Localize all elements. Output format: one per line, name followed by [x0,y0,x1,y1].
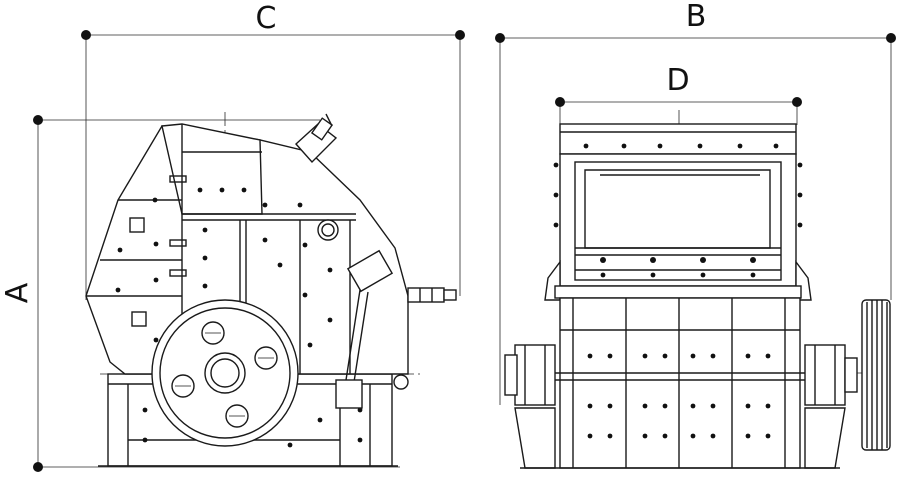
side-view [85,112,457,467]
dimension-label-a: A [0,282,35,303]
dimension-point-icon [81,30,91,40]
side-housing [85,125,409,375]
dimension-point-icon [455,30,465,40]
dimension-label-b: B [686,0,707,34]
front-view [504,110,891,469]
front-top-cover [559,123,797,155]
dimension-label-c: C [256,1,277,36]
front-pulley [861,299,891,451]
dimension-b: B [495,0,896,405]
front-right-bearing [804,344,846,406]
dimension-d: D [555,63,802,125]
front-upper-bolts [553,143,803,278]
front-lower-housing [559,297,801,469]
dimension-c: C [81,1,465,300]
dimension-point-icon [495,33,505,43]
side-adjuster-base [335,379,363,409]
front-mid-flange [554,285,802,299]
dimension-a: A [0,115,400,472]
dimension-label-d: D [666,63,689,98]
dimension-point-icon [555,97,565,107]
dimension-point-icon [33,115,43,125]
front-left-skirt [514,407,556,469]
side-adjuster-block [346,249,394,293]
dimension-point-icon [792,97,802,107]
side-inspection-port [317,219,339,241]
front-lower-bolts [587,353,771,439]
side-bolts [115,187,363,448]
side-flywheel [151,299,299,447]
front-right-skirt [804,407,846,469]
front-left-bearing [514,344,556,406]
dimension-point-icon [886,33,896,43]
front-upper-frame [559,153,797,287]
side-right-cylinder [407,287,445,303]
dimension-point-icon [33,462,43,472]
